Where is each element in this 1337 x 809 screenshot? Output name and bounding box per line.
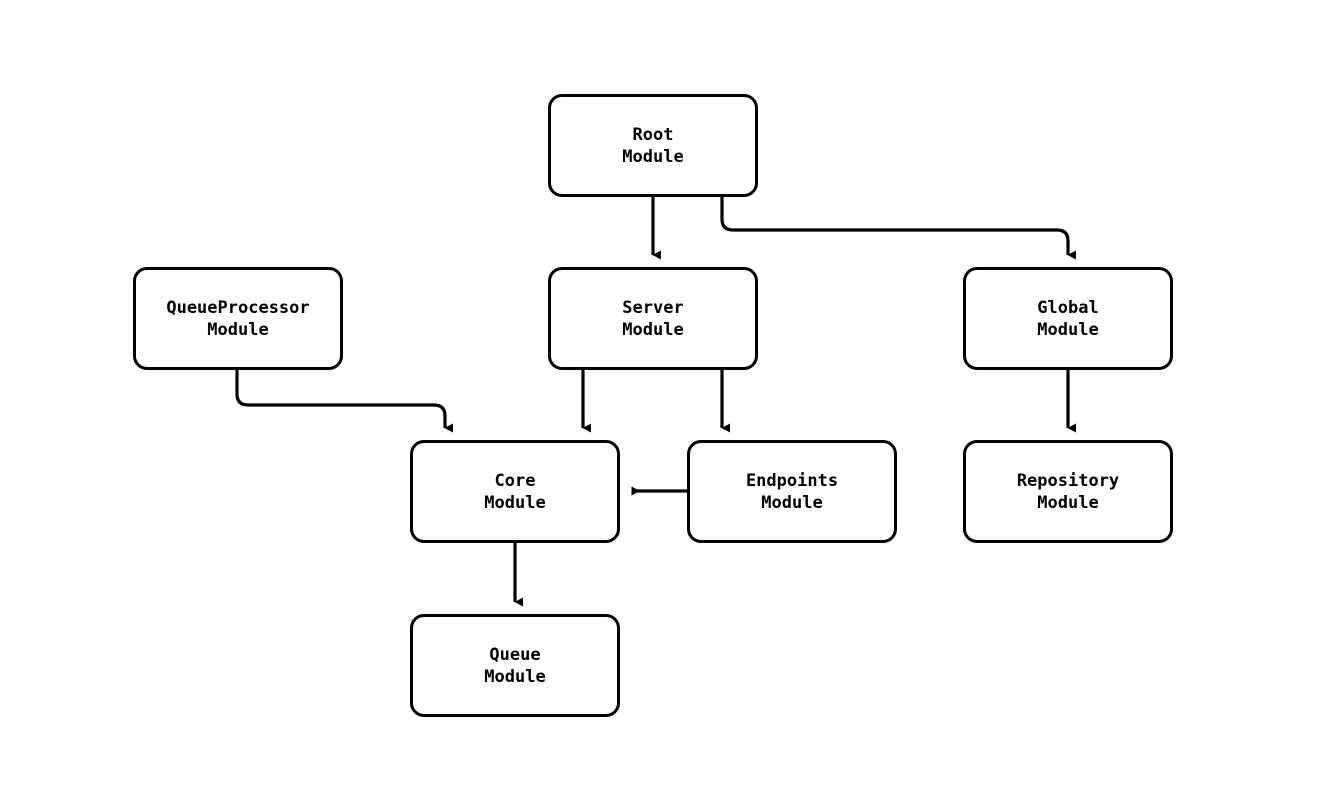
node-root-module-line1: Root [632, 124, 674, 145]
node-server-module-line1: Server [622, 297, 684, 318]
node-global-module-line1: Global [1037, 297, 1099, 318]
node-global-module[interactable]: Global Module [963, 267, 1173, 370]
node-endpoints-module-line2: Module [761, 492, 823, 513]
node-endpoints-module[interactable]: Endpoints Module [687, 440, 897, 543]
node-repository-module[interactable]: Repository Module [963, 440, 1173, 543]
node-global-module-line2: Module [1037, 319, 1099, 340]
node-queueprocessor-module[interactable]: QueueProcessor Module [133, 267, 343, 370]
node-repository-module-line2: Module [1037, 492, 1099, 513]
node-core-module[interactable]: Core Module [410, 440, 620, 543]
node-server-module[interactable]: Server Module [548, 267, 758, 370]
edge-queueprocessor-to-core [235, 370, 453, 433]
node-core-module-line2: Module [484, 492, 546, 513]
node-queueprocessor-module-line1: QueueProcessor [166, 297, 310, 318]
node-repository-module-line1: Repository [1016, 470, 1120, 491]
node-endpoints-module-line1: Endpoints [745, 470, 839, 491]
node-root-module-line2: Module [622, 146, 684, 167]
node-queue-module[interactable]: Queue Module [410, 614, 620, 717]
node-queue-module-line2: Module [484, 666, 546, 687]
node-queue-module-line1: Queue [489, 644, 541, 665]
node-root-module[interactable]: Root Module [548, 94, 758, 197]
node-core-module-line1: Core [494, 470, 536, 491]
node-queueprocessor-module-line2: Module [207, 319, 269, 340]
node-server-module-line2: Module [622, 319, 684, 340]
edge-root-to-global [720, 197, 1076, 260]
